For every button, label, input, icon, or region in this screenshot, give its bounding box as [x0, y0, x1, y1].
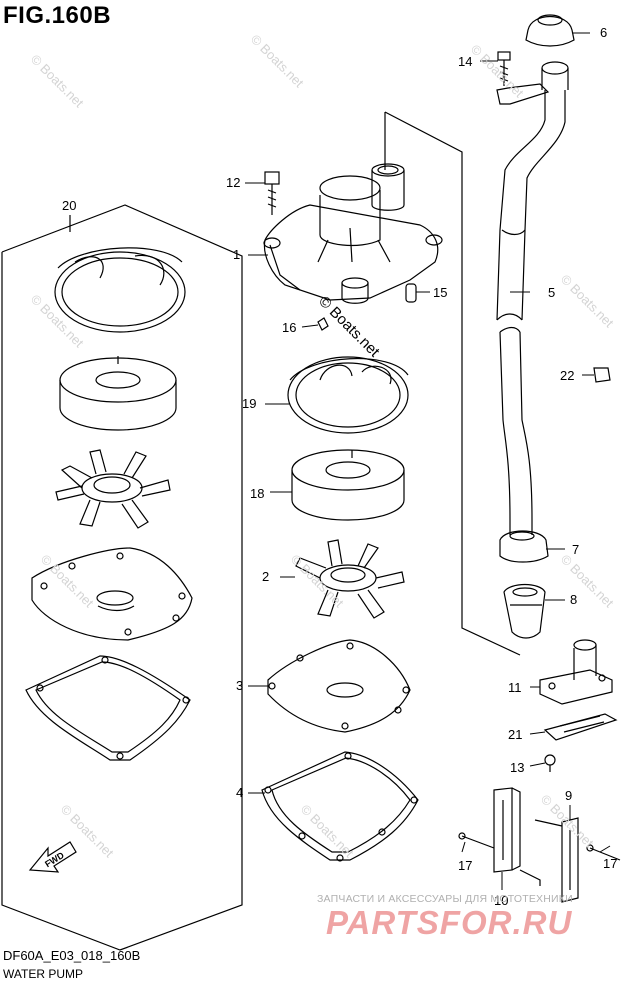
bolt-14 — [497, 51, 511, 86]
boats-watermark: © Boats.net — [558, 272, 617, 331]
left-impeller — [55, 449, 171, 529]
strainer-19 — [287, 356, 409, 434]
boats-watermark: © Boats.net — [38, 552, 97, 611]
tube-bracket — [496, 83, 550, 105]
partsfor-watermark-logo: PARTSFOR.RU — [326, 904, 573, 941]
cap-6 — [525, 14, 575, 47]
callout-17: 17 — [458, 858, 473, 873]
bolt-13 — [544, 754, 556, 772]
left-seal-ring — [59, 356, 177, 431]
left-gasket — [25, 655, 191, 761]
callout-5: 5 — [548, 285, 556, 300]
boats-watermark: © Boats.net — [248, 32, 307, 91]
callout-9: 9 — [565, 788, 573, 803]
callout-17: 17 — [603, 856, 618, 871]
dowel-15 — [405, 283, 417, 303]
part-10 — [493, 787, 541, 886]
screen-21 — [543, 713, 618, 741]
grommet-8 — [503, 583, 546, 639]
callout-6: 6 — [600, 25, 608, 40]
callout-22: 22 — [560, 368, 575, 383]
bracket-11 — [539, 639, 613, 705]
boats-watermark: © Boats.net — [558, 552, 617, 611]
boats-watermark: © Boats.net — [298, 802, 357, 861]
diagram-name: WATER PUMP — [3, 967, 83, 981]
callout-16: 16 — [282, 320, 297, 335]
kit-frame-20 — [1, 204, 243, 951]
callout-11: 11 — [508, 680, 522, 695]
callout-2: 2 — [262, 569, 270, 584]
bolt-12 — [264, 171, 280, 215]
leader-lines — [245, 32, 611, 890]
gasket-4 — [261, 751, 419, 862]
plate-3 — [267, 639, 411, 733]
callout-10: 10 — [494, 893, 509, 908]
boats-watermarks: © Boats.net © Boats.net © Boats.net © Bo… — [28, 32, 617, 861]
figure-title: FIG.160B — [3, 2, 112, 29]
screw-17-left — [458, 832, 495, 849]
callout-19: 19 — [242, 396, 257, 411]
pump-case-1 — [263, 163, 443, 304]
seal-ring-18 — [291, 449, 405, 521]
key-16 — [317, 317, 329, 331]
callout-7: 7 — [572, 542, 580, 557]
callout-12: 12 — [226, 175, 241, 190]
callout-3: 3 — [236, 678, 244, 693]
part-9 — [534, 817, 579, 903]
callout-15: 15 — [433, 285, 448, 300]
callout-1: 1 — [233, 247, 241, 262]
screw-17-right — [586, 844, 621, 861]
callout-13: 13 — [510, 760, 525, 775]
impeller-2 — [295, 539, 405, 619]
fwd-arrow-icon — [28, 841, 77, 873]
partsfor-watermark-line: ЗАПЧАСТИ И АКСЕССУАРЫ ДЛЯ МОТОТЕХНИКИ — [317, 893, 573, 905]
callout-8: 8 — [570, 592, 578, 607]
callout-20: 20 — [62, 198, 77, 213]
left-strainer — [54, 247, 186, 333]
grommet-22 — [593, 367, 611, 383]
diagram-code: DF60A_E03_018_160B — [3, 948, 141, 963]
callout-4: 4 — [236, 785, 244, 800]
boats-watermark: © Boats.net — [28, 292, 87, 351]
water-tube-5 — [496, 61, 569, 535]
callout-18: 18 — [250, 486, 265, 501]
boats-watermark: © Boats.net — [28, 52, 87, 111]
left-plate — [31, 547, 193, 641]
callout-14: 14 — [458, 54, 473, 69]
callout-21: 21 — [508, 727, 523, 742]
grommet-7 — [499, 530, 549, 563]
right-frame — [384, 111, 521, 656]
